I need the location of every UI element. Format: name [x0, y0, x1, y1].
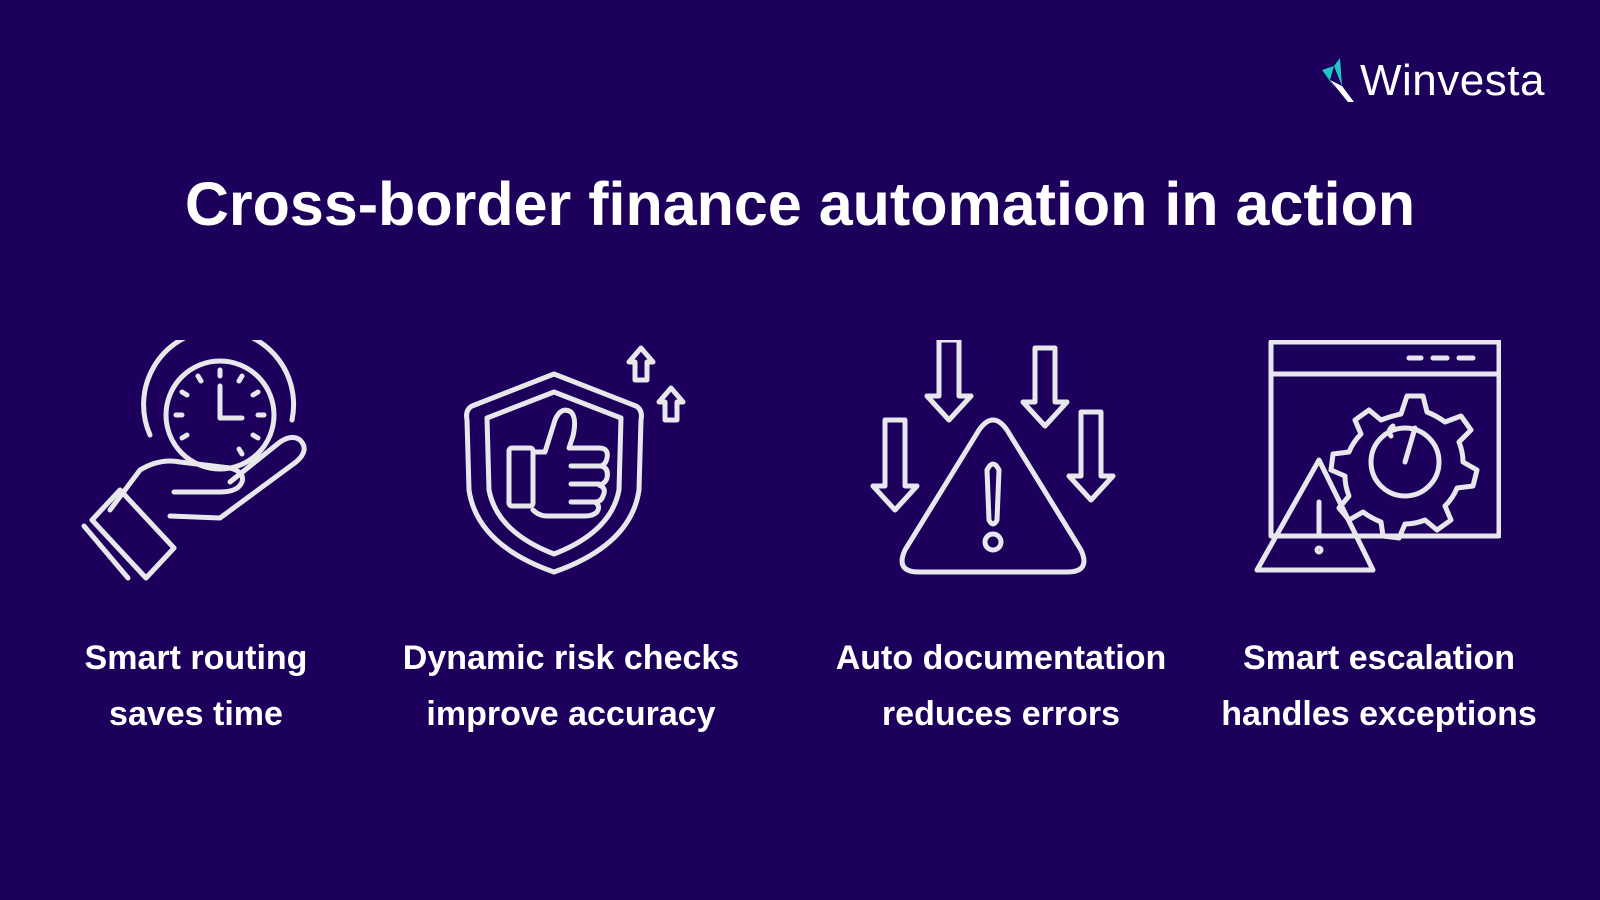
feature-caption-line1: Dynamic risk checks: [402, 639, 740, 677]
feature-dynamic-risk-checks: Dynamic risk checks improve accuracy: [381, 340, 761, 740]
brand-logo: Winvesta: [1318, 56, 1545, 106]
feature-caption-line2: reduces errors: [881, 695, 1121, 733]
feature-caption: Dynamic risk checks improve accuracy: [381, 630, 761, 742]
feature-caption-line2: improve accuracy: [426, 695, 716, 733]
brand-name: Winvesta: [1360, 56, 1545, 105]
feature-caption-line2: handles exceptions: [1221, 695, 1537, 733]
feature-caption: Smart routing saves time: [6, 630, 386, 742]
page-title: Cross-border finance automation in actio…: [184, 170, 1416, 238]
winvesta-logo-icon: [1322, 58, 1354, 102]
feature-caption-line2: saves time: [109, 695, 283, 733]
feature-smart-escalation: Smart escalation handles exceptions: [1189, 340, 1569, 740]
feature-smart-routing: Smart routing saves time: [6, 340, 386, 740]
shield-thumbs-up-icon: [464, 345, 686, 575]
warning-arrows-down-icon: [870, 340, 1116, 575]
browser-gear-warning-icon: [1254, 340, 1501, 573]
feature-caption-line1: Smart routing: [84, 639, 308, 677]
feature-caption-line1: Auto documentation: [835, 639, 1167, 677]
hand-clock-icon: [81, 340, 307, 581]
feature-caption-line1: Smart escalation: [1242, 639, 1516, 677]
feature-auto-documentation: Auto documentation reduces errors: [811, 340, 1191, 740]
feature-caption: Auto documentation reduces errors: [811, 630, 1191, 742]
feature-caption: Smart escalation handles exceptions: [1189, 630, 1569, 742]
